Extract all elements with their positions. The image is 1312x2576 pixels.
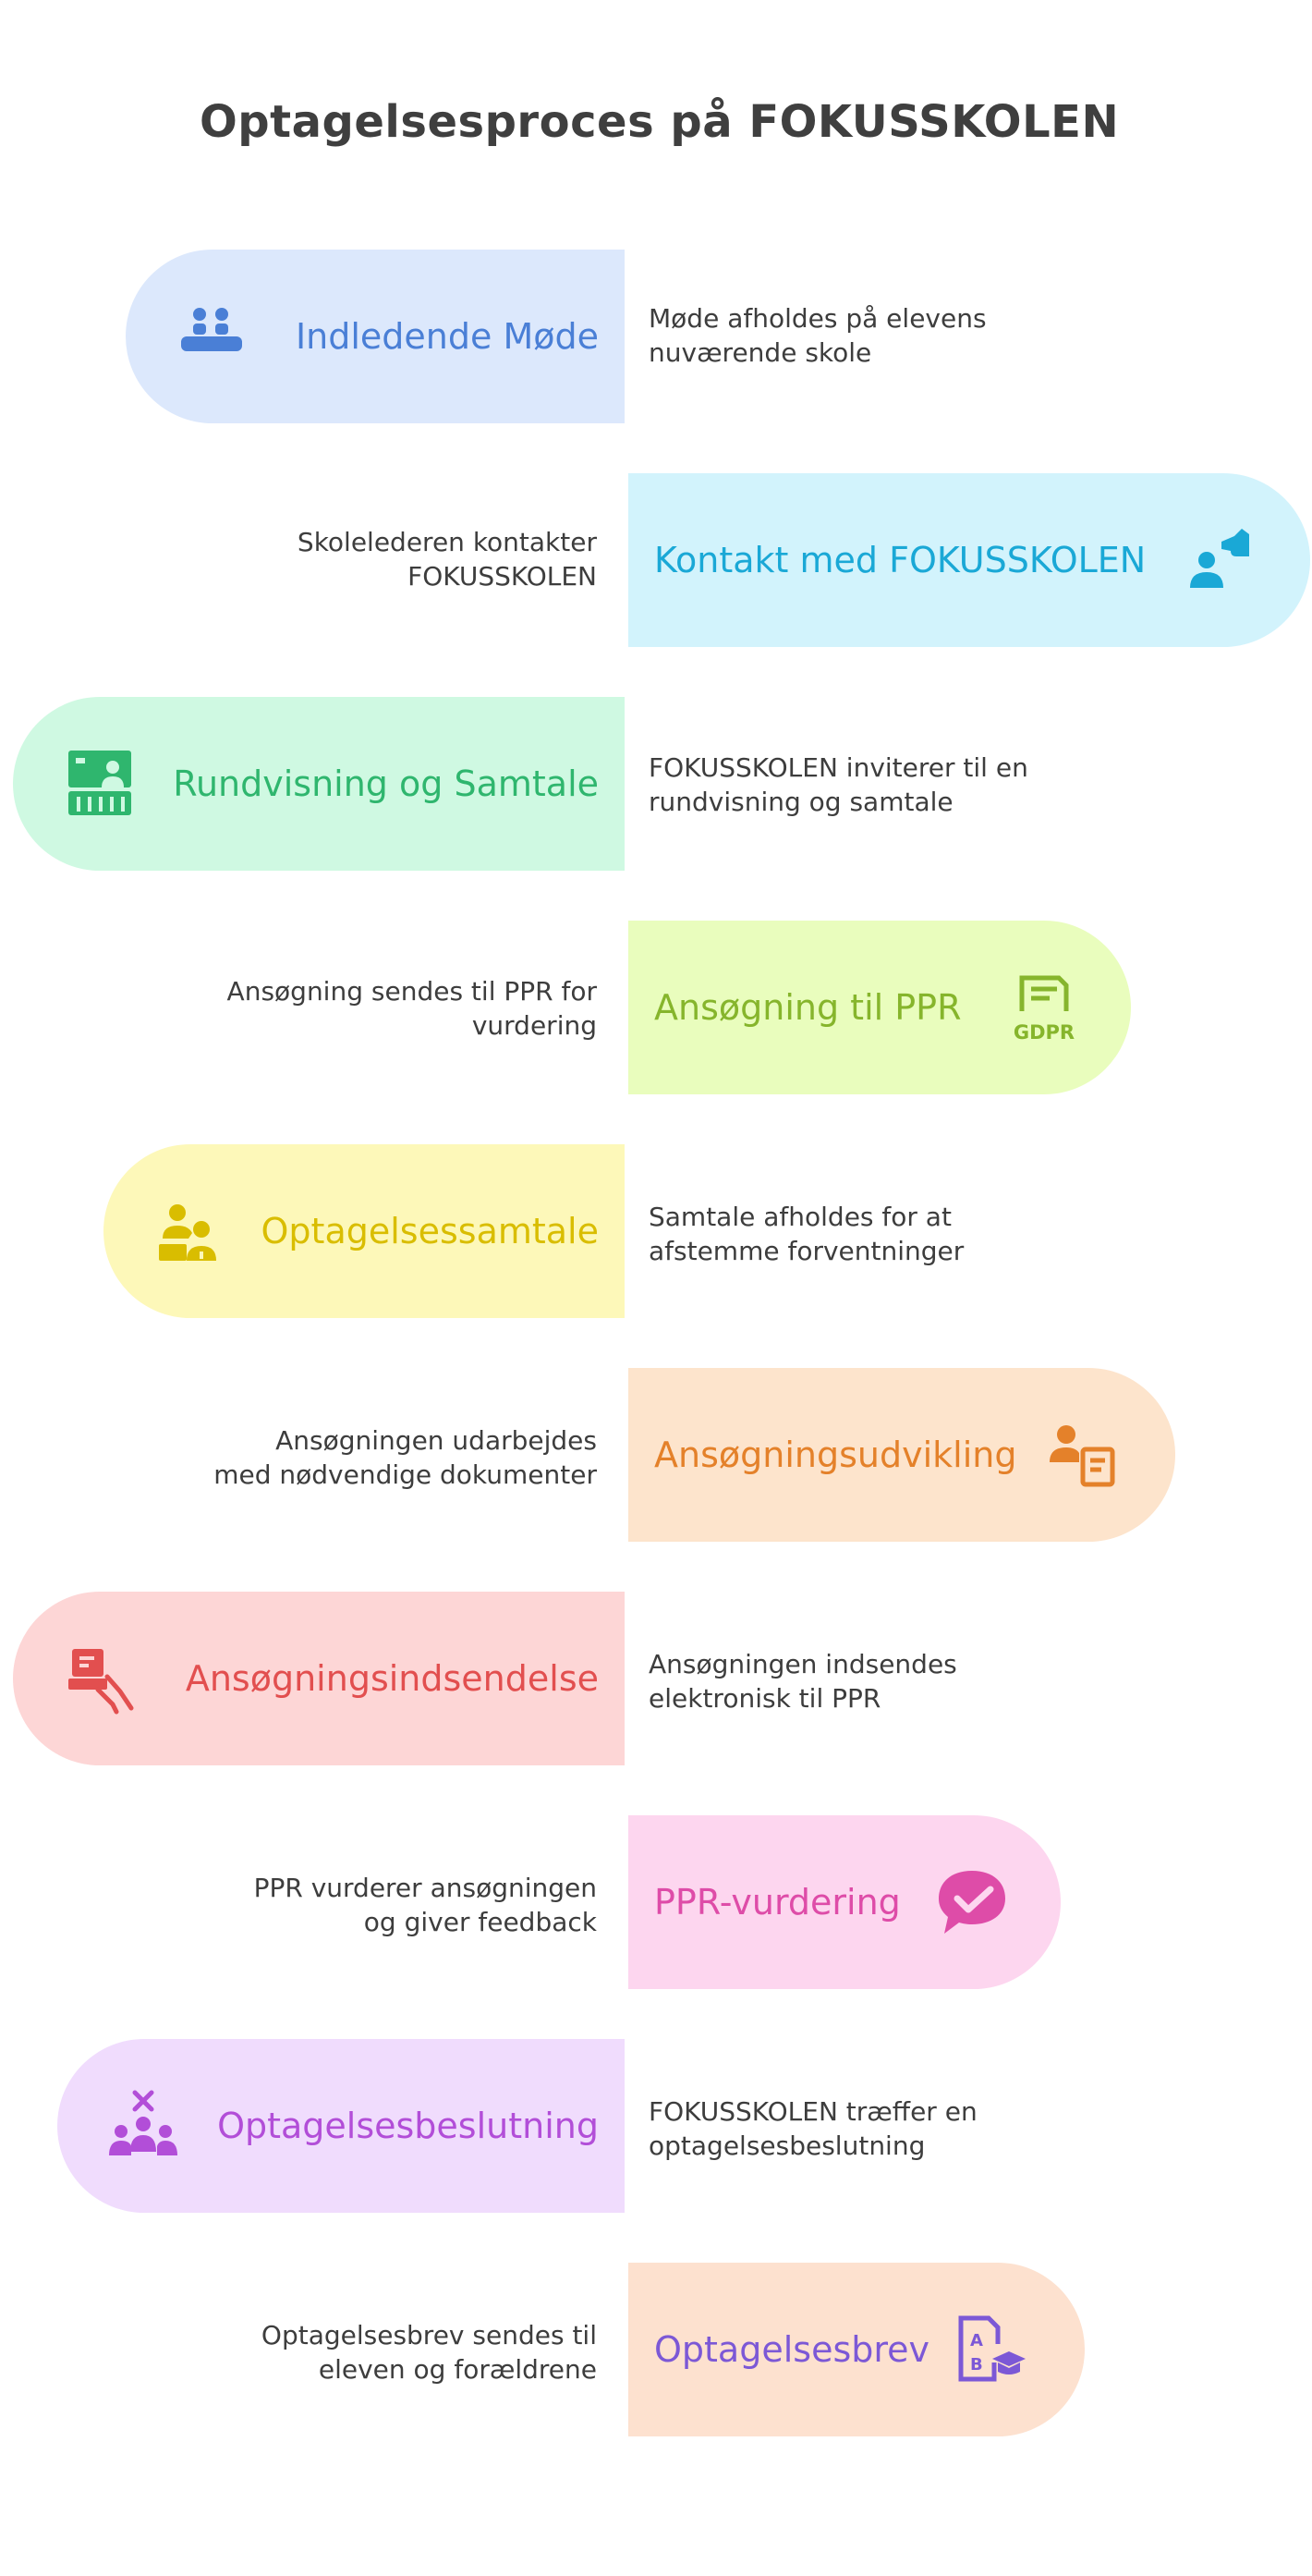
- step-label: Indledende Møde: [295, 316, 599, 357]
- step-label: PPR-vurdering: [654, 1882, 901, 1923]
- step-pill-ansogningsindsendelse: Ansøgningsindsendelse: [13, 1592, 625, 1765]
- step-pill-optagelsesbeslutning: Optagelsesbeslutning: [57, 2039, 625, 2213]
- step-label: Ansøgning til PPR: [654, 987, 962, 1028]
- applicant-document-icon: [1044, 1416, 1122, 1494]
- step-pill-optagelsesbrev: Optagelsesbrev A B: [628, 2263, 1085, 2436]
- graduation-letter-icon: A B: [952, 2311, 1029, 2388]
- step-label: Ansøgningsindsendelse: [185, 1658, 599, 1699]
- interview-icon: [152, 1192, 229, 1270]
- step-label: Optagelsesbeslutning: [217, 2106, 599, 2146]
- contact-icon: [1181, 521, 1258, 599]
- step-pill-ppr-vurdering: PPR-vurdering: [628, 1815, 1061, 1989]
- svg-text:GDPR: GDPR: [1014, 1021, 1075, 1044]
- step-label: Rundvisning og Samtale: [173, 763, 599, 804]
- step-pill-ansogningsudvikling: Ansøgningsudvikling: [628, 1368, 1175, 1542]
- group-decision-icon: [105, 2087, 183, 2165]
- step-label: Optagelsesbrev: [654, 2329, 930, 2370]
- step-label: Ansøgningsudvikling: [654, 1435, 1017, 1475]
- gdpr-document-icon: GDPR: [1005, 969, 1083, 1046]
- submit-hand-icon: [61, 1640, 139, 1717]
- step-pill-ansogning-ppr: Ansøgning til PPR GDPR: [628, 921, 1131, 1094]
- page-title: Optagelsesproces på FOKUSSKOLEN: [200, 96, 1120, 148]
- svg-text:B: B: [970, 2355, 983, 2375]
- step-pill-optagelsessamtale: Optagelsessamtale: [103, 1144, 625, 1318]
- step-label: Optagelsessamtale: [261, 1211, 599, 1251]
- step-label: Kontakt med FOKUSSKOLEN: [654, 540, 1147, 580]
- svg-text:A: A: [970, 2331, 983, 2350]
- step-pill-indledende-mode: Indledende Møde: [126, 250, 625, 423]
- tour-icon: [61, 745, 139, 823]
- step-pill-rundvisning: Rundvisning og Samtale: [13, 697, 625, 871]
- step-pill-kontakt: Kontakt med FOKUSSKOLEN: [628, 473, 1310, 647]
- meeting-icon: [176, 298, 253, 375]
- approval-chat-icon: [933, 1863, 1011, 1941]
